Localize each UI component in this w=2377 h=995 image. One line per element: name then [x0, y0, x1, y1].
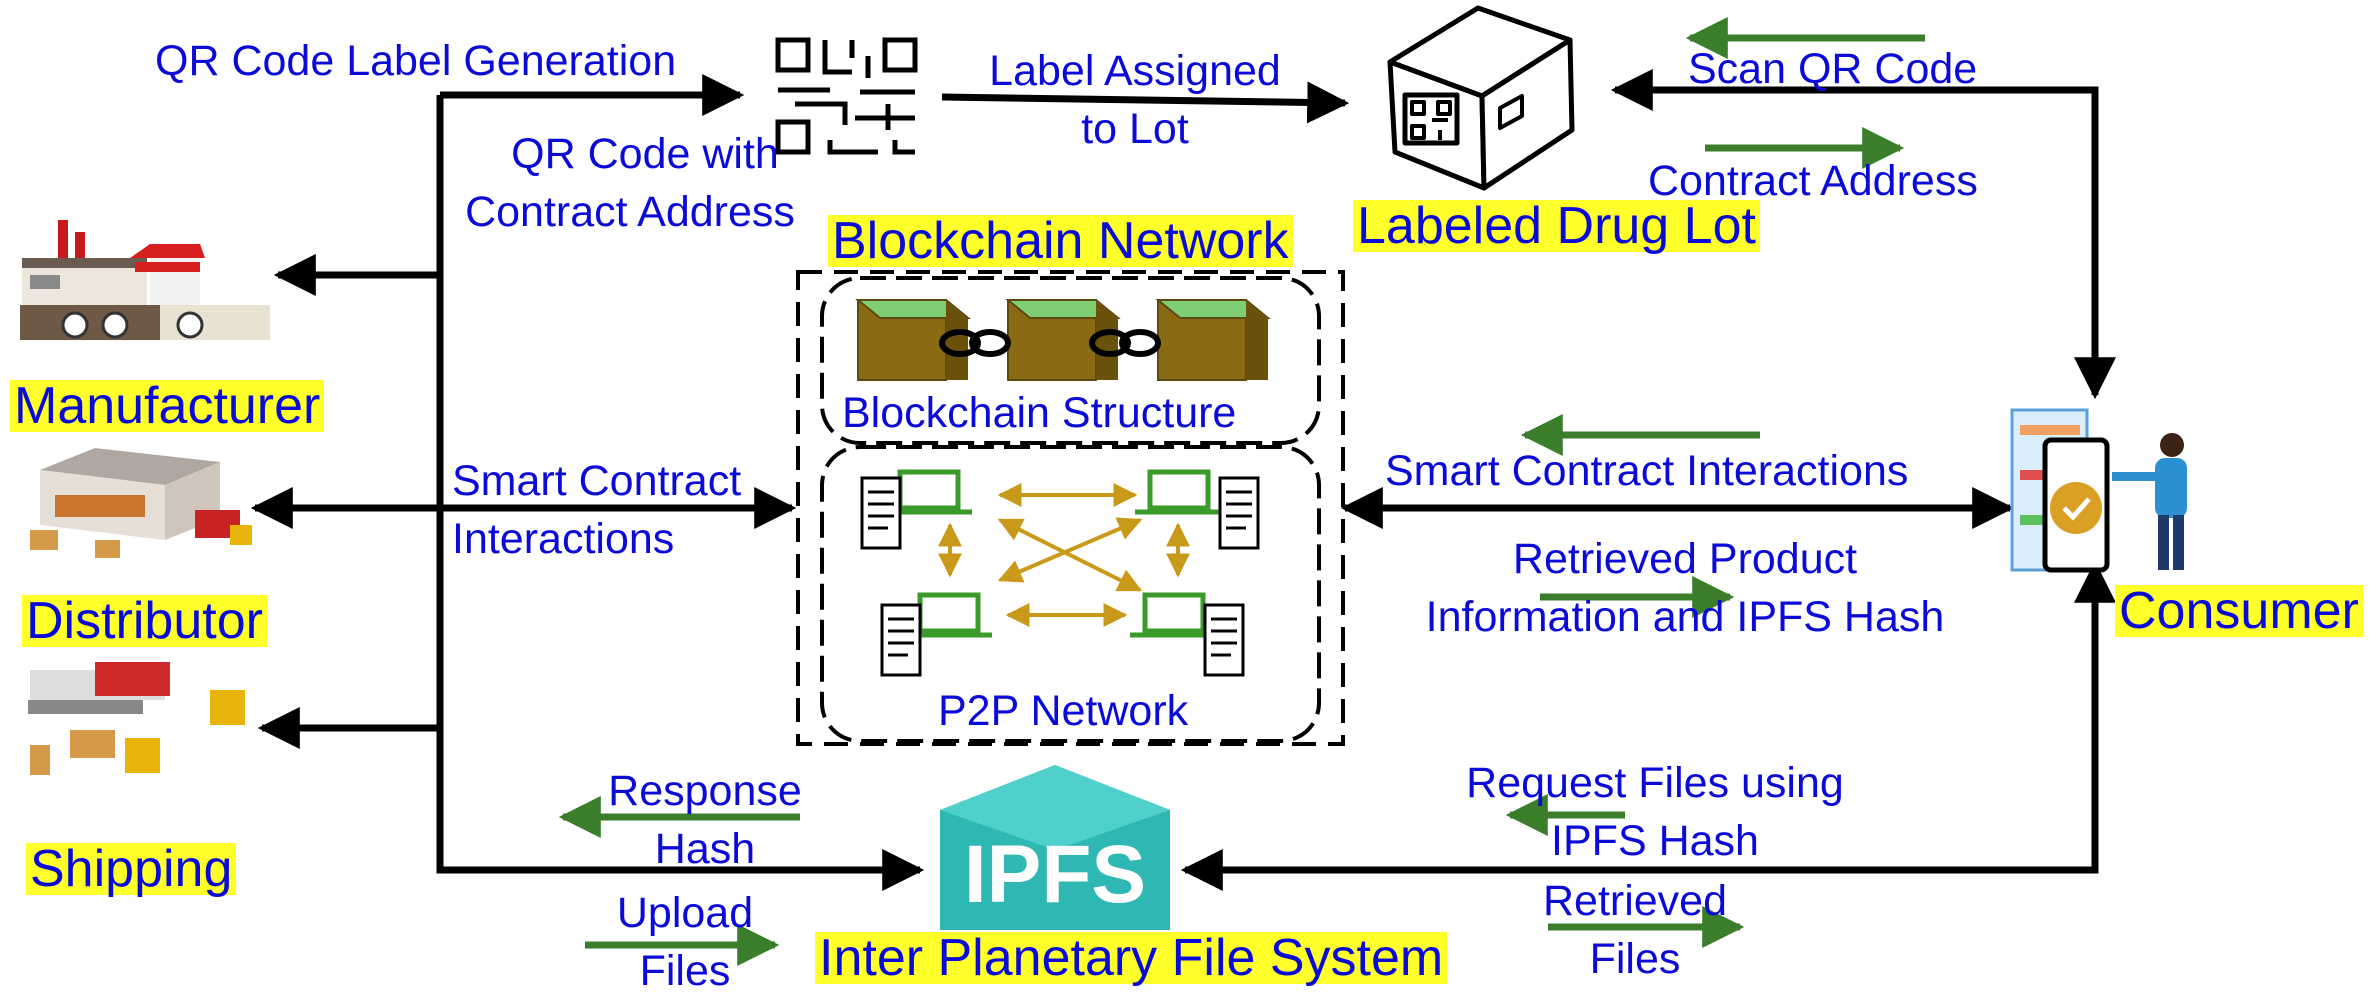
upload-files-line2: Files	[639, 947, 731, 995]
shipping-icon	[28, 662, 245, 775]
p2p-network-label: P2P Network	[938, 687, 1189, 735]
smart-contract-left-line1: Smart Contract	[452, 457, 742, 505]
ipfs-logo: IPFS	[940, 765, 1170, 930]
warehouse-icon	[30, 448, 252, 558]
response-hash-line1: Response	[608, 767, 802, 815]
retrieved-info-label: Retrieved Product Information and IPFS H…	[1380, 538, 1990, 639]
node-top-left	[860, 469, 972, 550]
scan-qr-code-label: Scan QR Code	[1688, 45, 1978, 93]
request-files-line1: Request Files using	[1466, 759, 1844, 807]
qr-code-icon	[775, 37, 918, 155]
distributor-label: Distributor	[22, 595, 267, 647]
label-assigned-line2: to Lot	[1081, 105, 1189, 153]
block-1	[855, 299, 971, 381]
consumer-label: Consumer	[2115, 585, 2363, 637]
chain-links	[939, 329, 1161, 357]
request-files-line2: IPFS Hash	[1551, 817, 1759, 865]
label-assigned-label: Label Assigned to Lot	[965, 50, 1305, 151]
ipfs-title: Inter Planetary File System	[815, 932, 1448, 984]
smart-contract-left-line2: Interactions	[452, 515, 675, 563]
smart-contract-right-label: Smart Contract Interactions	[1385, 447, 1909, 495]
retrieved-files-line1: Retrieved	[1542, 877, 1728, 925]
smart-contract-left-label: Smart Contract Interactions	[452, 460, 741, 561]
retrieved-files-line2: Files	[1589, 935, 1681, 983]
qr-with-contract-label: QR Code with Contract Address	[440, 133, 820, 234]
upload-files-label: Upload Files	[565, 892, 805, 993]
retrieved-info-line1: Retrieved Product	[1512, 535, 1858, 583]
labeled-drug-lot-title: Labeled Drug Lot	[1353, 200, 1760, 252]
label-assigned-line1: Label Assigned	[989, 47, 1281, 95]
response-hash-line2: Hash	[654, 825, 756, 873]
node-bottom-left	[880, 592, 992, 677]
block-3	[1155, 299, 1271, 381]
direction-arrows	[558, 17, 1925, 966]
qr-with-contract-line2: Contract Address	[465, 188, 795, 236]
response-hash-label: Response Hash	[570, 770, 840, 871]
consumer-icon	[2010, 408, 2187, 573]
p2p-nodes	[860, 469, 1260, 677]
blockchain-structure-box	[820, 276, 1321, 445]
node-top-right	[1135, 469, 1260, 550]
qr-with-contract-line1: QR Code with	[511, 130, 779, 178]
p2p-network-box	[820, 445, 1321, 743]
retrieved-files-label: Retrieved Files	[1510, 880, 1760, 981]
block-chain-icon	[855, 299, 1271, 381]
drug-box-icon	[1387, 5, 1575, 191]
blockchain-structure-label: Blockchain Structure	[842, 389, 1237, 437]
blockchain-network-title: Blockchain Network	[828, 215, 1293, 267]
blockchain-network-box	[796, 270, 1345, 746]
contract-address-label: Contract Address	[1648, 157, 1978, 205]
flow-lines	[250, 69, 2116, 891]
node-bottom-right	[1130, 592, 1245, 677]
upload-files-line1: Upload	[616, 889, 754, 937]
shipping-label: Shipping	[26, 843, 237, 895]
ipfs-logo-text: IPFS	[964, 829, 1146, 920]
p2p-links	[938, 483, 1190, 627]
request-files-label: Request Files using IPFS Hash	[1420, 762, 1890, 863]
factory-icon	[20, 220, 270, 340]
qr-label-generation-label: QR Code Label Generation	[155, 37, 677, 85]
manufacturer-label: Manufacturer	[10, 380, 325, 432]
retrieved-info-line2: Information and IPFS Hash	[1425, 593, 1945, 641]
block-2	[1005, 299, 1121, 381]
